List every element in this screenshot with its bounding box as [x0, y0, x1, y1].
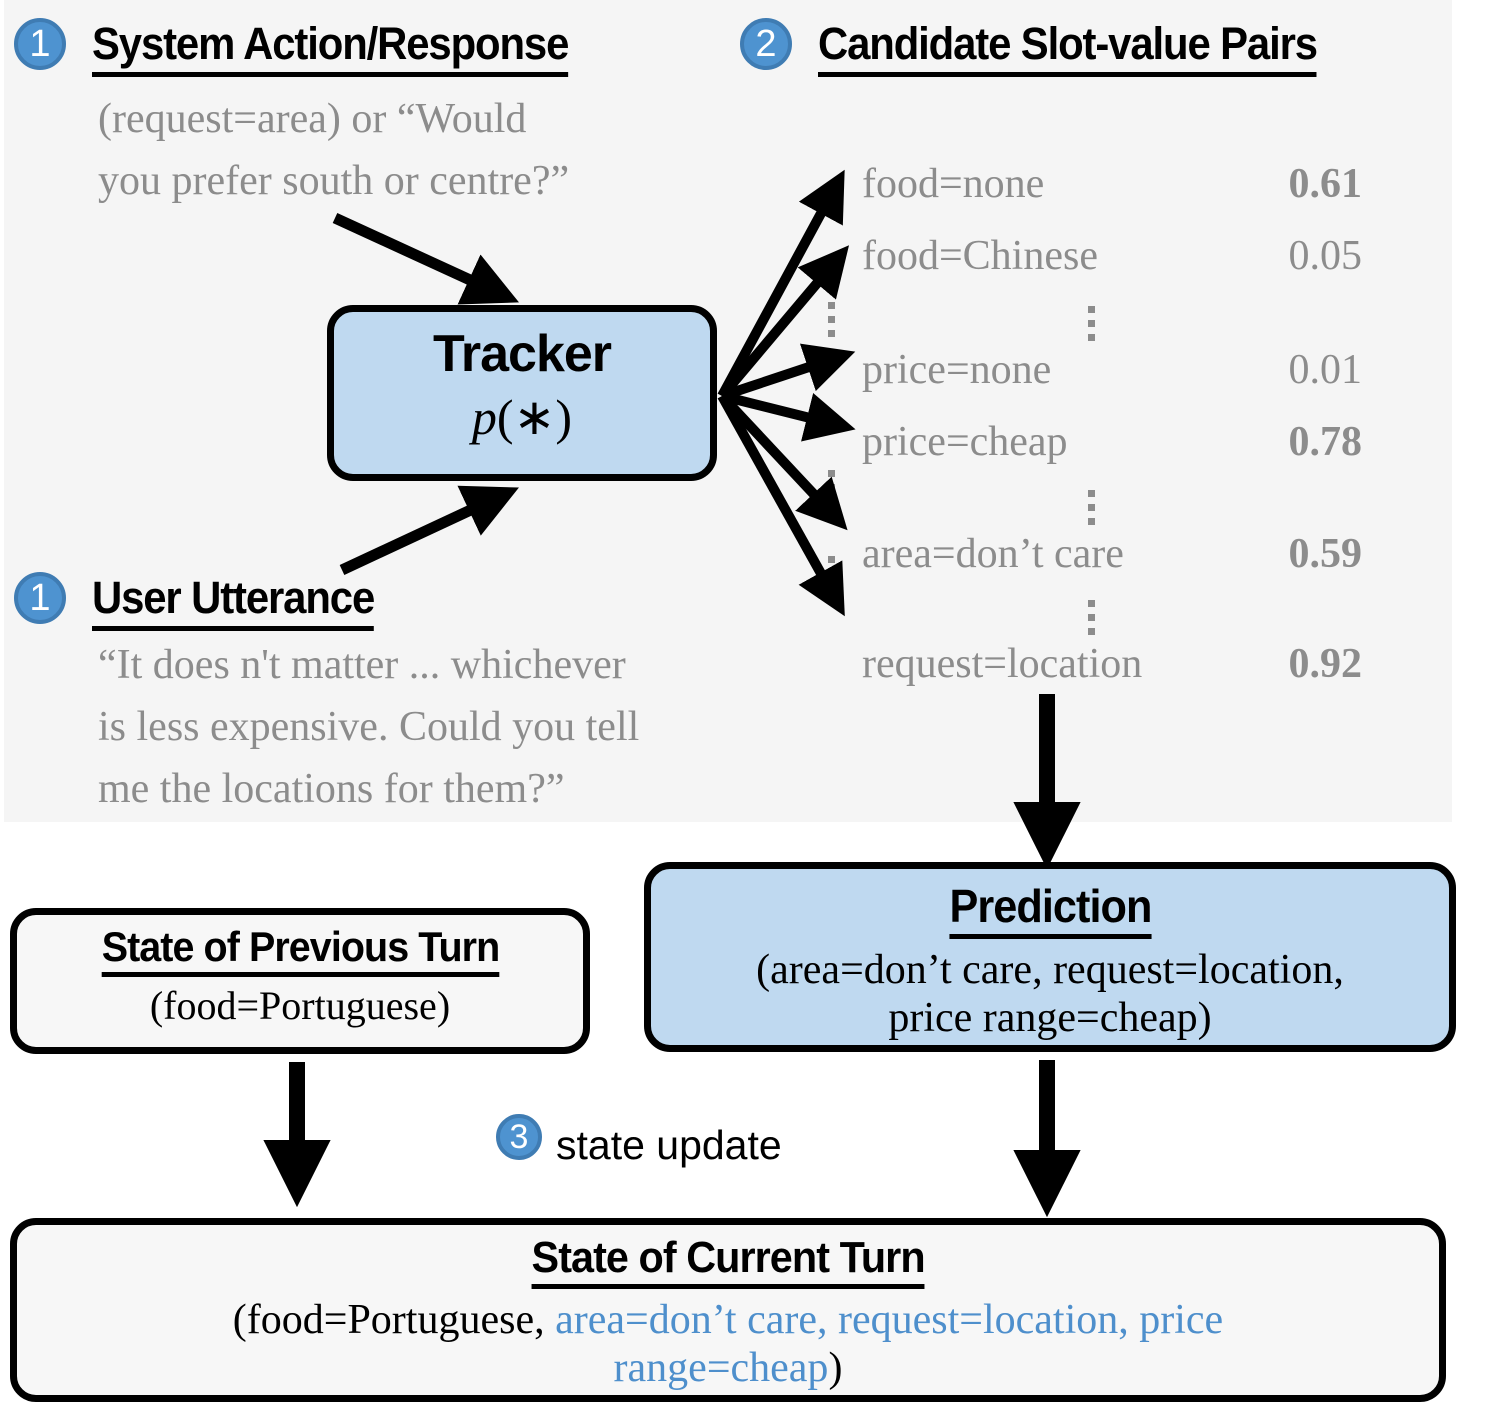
current-state-blue-2: range=cheap [613, 1344, 829, 1391]
previous-state-box[interactable]: State of Previous Turn (food=Portuguese) [10, 908, 590, 1054]
current-state-line-1: (food=Portuguese, area=don’t care, reque… [17, 1297, 1439, 1345]
current-state-box[interactable]: State of Current Turn (food=Portuguese, … [10, 1218, 1446, 1402]
tracker-formula: p(∗) [334, 388, 710, 446]
candidate-row-3[interactable]: price=cheap 0.78 [862, 418, 1362, 474]
system-action-line-2: you prefer south or centre?” [98, 158, 570, 204]
current-state-prefix: (food=Portuguese, [232, 1297, 556, 1343]
current-state-blue-1: area=don’t care, request=location, price [555, 1297, 1224, 1343]
arrow-ellipsis-icon [828, 302, 835, 344]
current-state-line-2: range=cheap) [17, 1345, 1439, 1393]
candidate-label: food=none [862, 161, 1045, 207]
candidate-score: 0.05 [1288, 233, 1363, 279]
candidate-row-5[interactable]: request=location 0.92 [862, 640, 1362, 696]
user-utterance-line-1: “It does n't matter ... whichever [98, 642, 626, 688]
previous-state-title: State of Previous Turn [101, 923, 500, 977]
tracker-title: Tracker [432, 325, 612, 383]
candidate-score: 0.92 [1288, 641, 1363, 687]
candidate-row-0[interactable]: food=none 0.61 [862, 160, 1362, 216]
candidate-score: 0.01 [1288, 347, 1363, 393]
badge-state-update: 3 [496, 1114, 542, 1160]
candidate-row-2[interactable]: price=none 0.01 [862, 346, 1362, 402]
vertical-ellipsis-icon [1088, 600, 1095, 642]
prediction-box[interactable]: Prediction (area=don’t care, request=loc… [644, 862, 1456, 1052]
user-utterance-text: “It does n't matter ... whichever is les… [98, 634, 798, 820]
badge-system-action: 1 [14, 18, 66, 70]
heading-system-action: System Action/Response [92, 18, 569, 77]
user-utterance-line-2: is less expensive. Could you tell [98, 704, 640, 750]
vertical-ellipsis-icon [1088, 306, 1095, 348]
vertical-ellipsis-icon [1088, 490, 1095, 532]
prediction-body: (area=don’t care, request=location, pric… [651, 947, 1449, 1043]
current-state-title: State of Current Turn [531, 1233, 925, 1289]
candidate-score: 0.59 [1288, 531, 1363, 577]
heading-candidates: Candidate Slot-value Pairs [818, 18, 1318, 77]
state-update-label: state update [556, 1122, 782, 1168]
candidate-label: price=cheap [862, 419, 1068, 465]
system-action-text: (request=area) or “Would you prefer sout… [98, 88, 738, 212]
current-state-suffix: ) [828, 1344, 843, 1391]
candidate-label: request=location [862, 641, 1143, 687]
candidate-row-4[interactable]: area=don’t care 0.59 [862, 530, 1362, 586]
candidate-label: area=don’t care [862, 531, 1124, 577]
candidate-label: food=Chinese [862, 233, 1098, 279]
tracker-box[interactable]: Tracker p(∗) [327, 305, 717, 481]
prediction-title: Prediction [948, 879, 1152, 939]
badge-candidates: 2 [740, 18, 792, 70]
candidate-score: 0.61 [1288, 161, 1363, 207]
prediction-line-2: price range=cheap) [888, 994, 1212, 1041]
badge-user-utterance: 1 [14, 572, 66, 624]
prediction-line-1: (area=don’t care, request=location, [756, 947, 1344, 993]
candidate-label: price=none [862, 347, 1052, 393]
current-state-body: (food=Portuguese, area=don’t care, reque… [17, 1297, 1439, 1393]
tracker-formula-args: (∗) [496, 389, 573, 445]
arrow-ellipsis-icon [828, 470, 835, 512]
tracker-formula-p: p [471, 389, 497, 445]
heading-user-utterance: User Utterance [92, 572, 375, 631]
system-action-line-1: (request=area) or “Would [98, 96, 527, 142]
candidate-row-1[interactable]: food=Chinese 0.05 [862, 232, 1362, 288]
candidate-score: 0.78 [1288, 419, 1363, 465]
arrow-ellipsis-icon [828, 556, 835, 598]
user-utterance-line-3: me the locations for them?” [98, 766, 565, 812]
previous-state-body: (food=Portuguese) [149, 983, 451, 1028]
